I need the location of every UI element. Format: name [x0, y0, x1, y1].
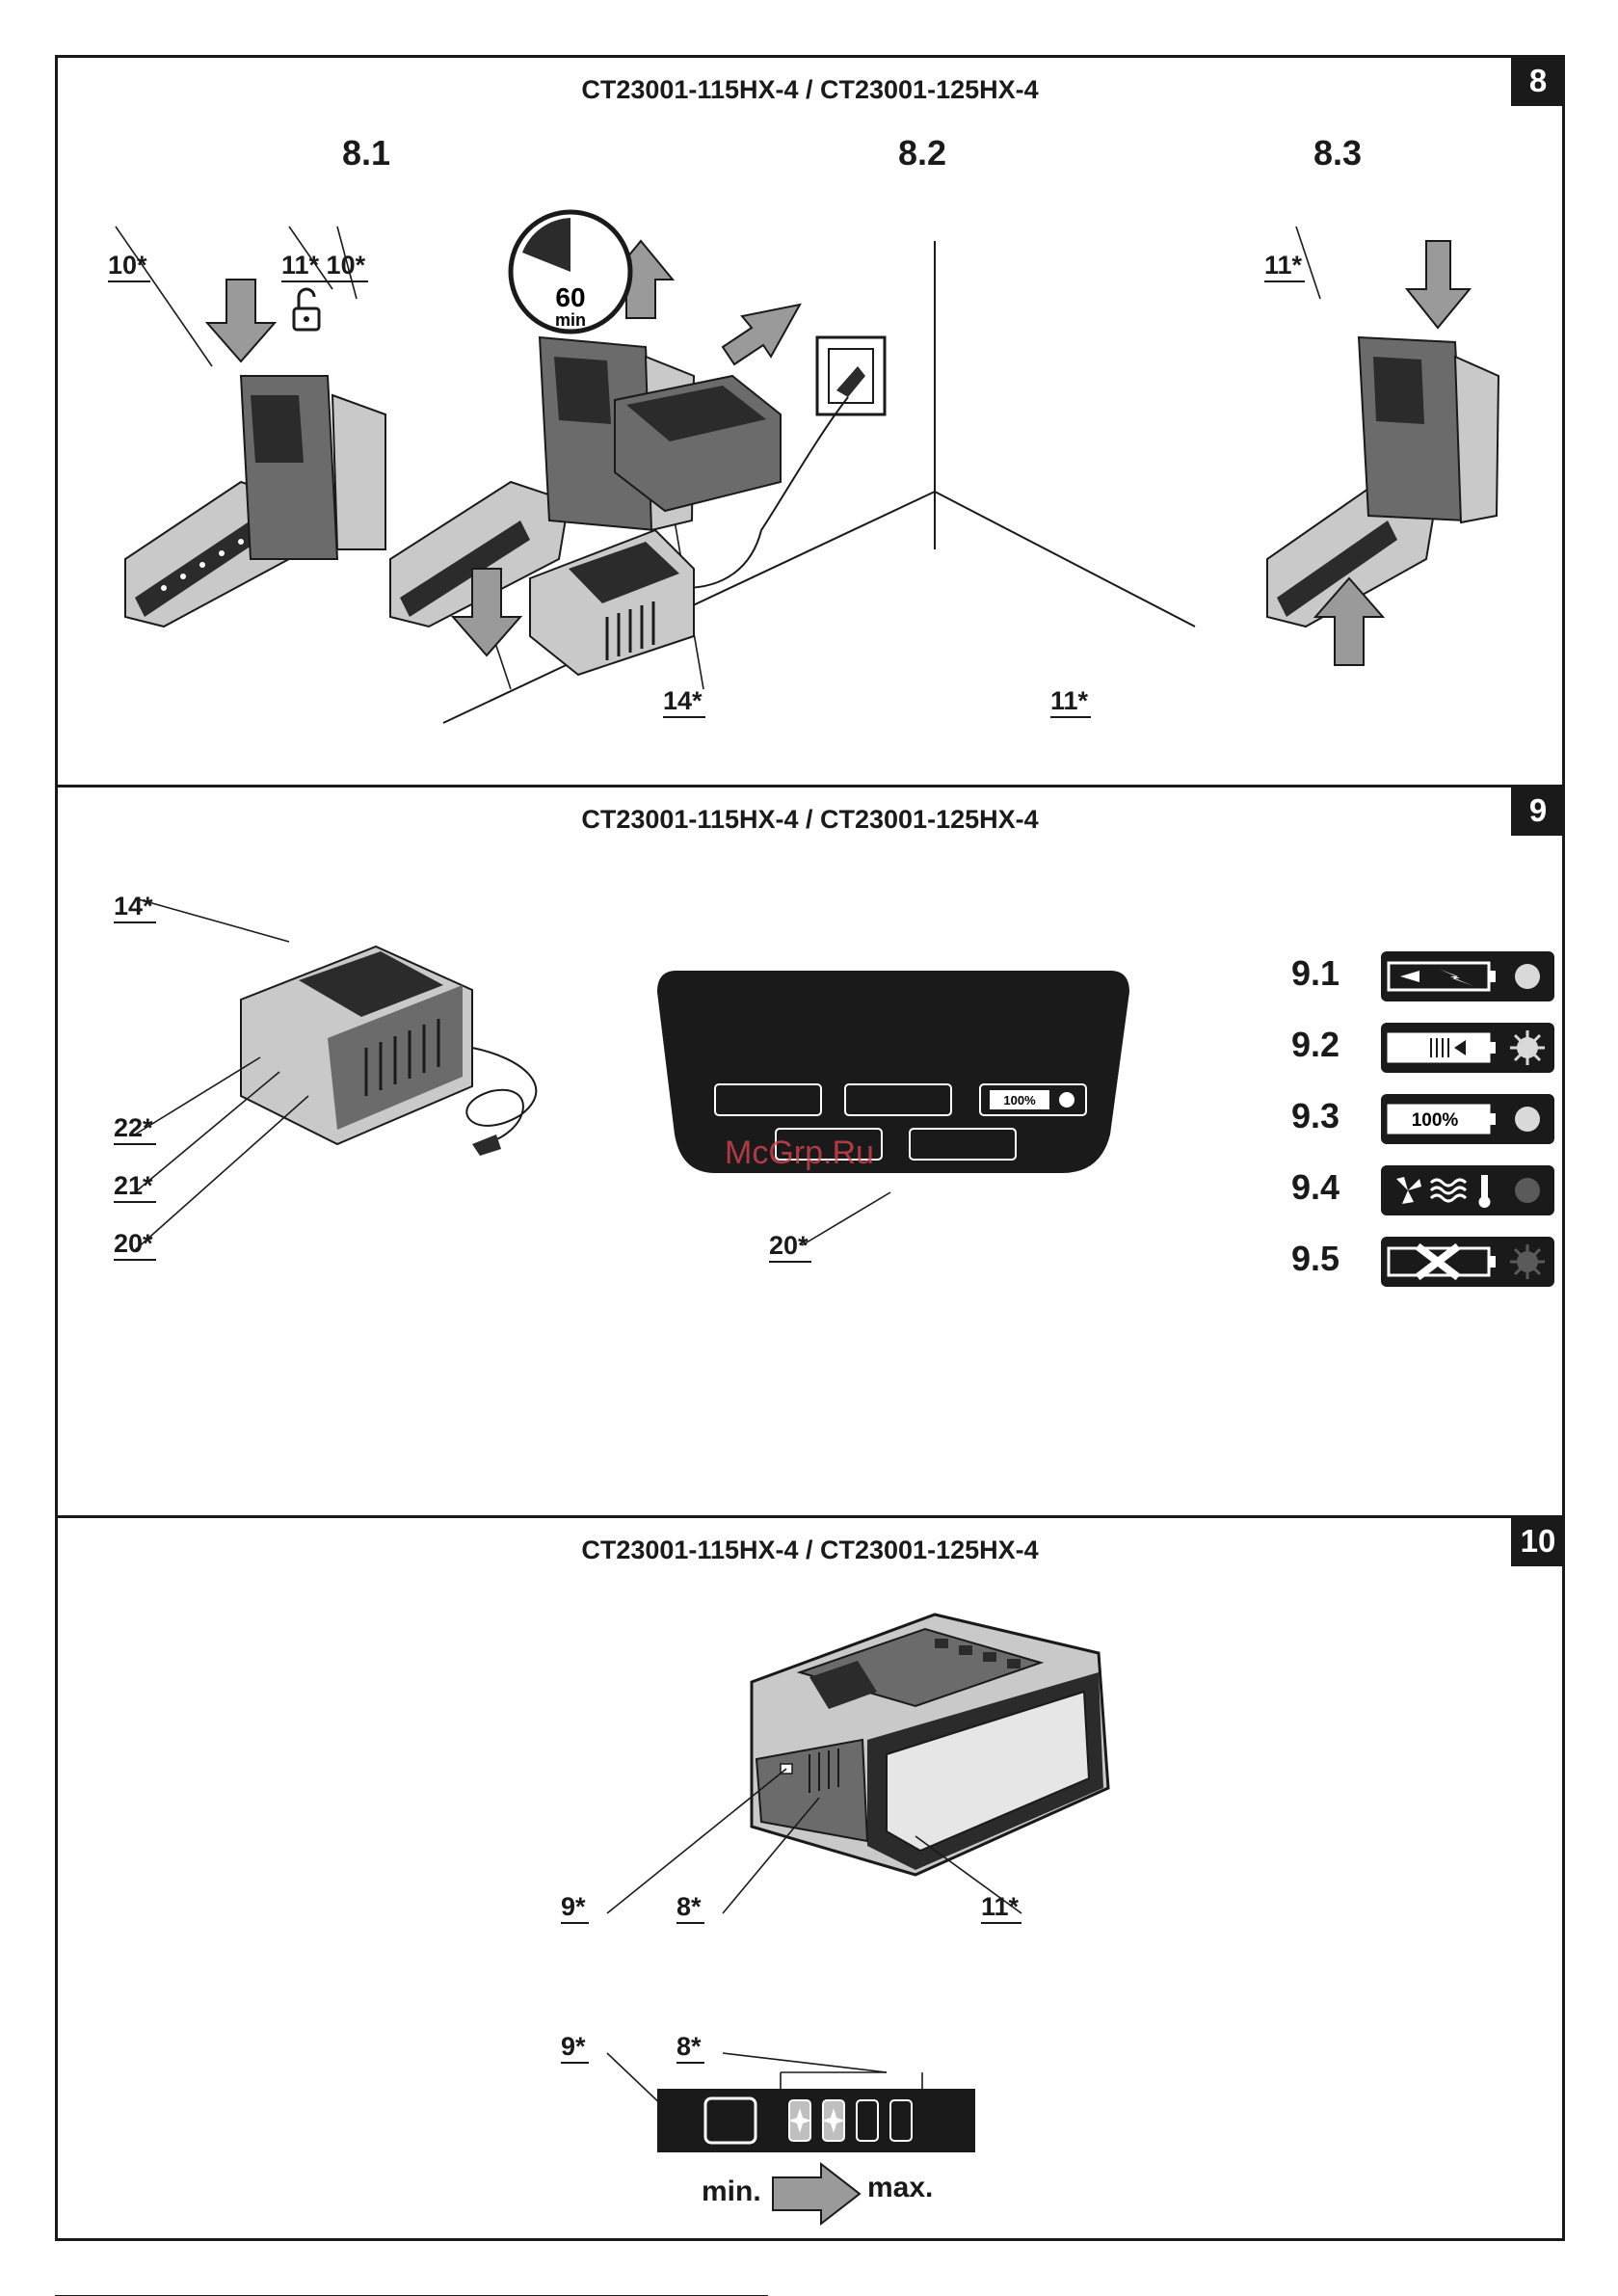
- callout-label: 9*: [561, 2032, 589, 2064]
- callout-label: 11*: [1264, 251, 1305, 282]
- charging-illustration: 60 min: [434, 183, 1282, 684]
- max-label: max.: [867, 2172, 933, 2204]
- legend-label: 9.3: [1291, 1096, 1339, 1136]
- min-label: min.: [702, 2176, 761, 2208]
- fan-heat-thermometer-icon: [1381, 1165, 1554, 1215]
- callout-label: 11*: [1050, 686, 1091, 718]
- battery-fuel-gauge: [657, 2089, 975, 2156]
- callout-label: 11* 10*: [281, 251, 368, 282]
- callout-label: 8*: [676, 2032, 704, 2064]
- callout-label: 8*: [676, 1892, 704, 1924]
- callout-label: 11*: [981, 1892, 1021, 1924]
- gauge-led-on: [822, 2100, 845, 2141]
- battery-charging-icon: [1381, 951, 1554, 1001]
- panel-8: CT23001-115HX-4 / CT23001-125HX-4 8 8.1 …: [58, 58, 1562, 785]
- timer-unit: min: [555, 310, 586, 330]
- battery-full-label: 100%: [1412, 1110, 1459, 1131]
- legend-label: 9.5: [1291, 1239, 1339, 1279]
- panel-10: CT23001-115HX-4 / CT23001-125HX-4 10 9* …: [58, 1515, 1562, 2241]
- battery-level-icon: [1381, 1023, 1554, 1073]
- callout-label: 9*: [561, 1892, 589, 1924]
- watermark: McGrp.Ru: [725, 1135, 874, 1172]
- battery-insertion-illustration: [1262, 241, 1513, 694]
- timer-value: 60: [555, 282, 585, 312]
- legend-label: 9.4: [1291, 1167, 1339, 1208]
- gauge-led-on: [788, 2100, 811, 2141]
- battery-full-icon: 100%: [1381, 1094, 1554, 1144]
- callout-label: 20*: [769, 1231, 811, 1263]
- min-to-max-arrow: [771, 2162, 867, 2226]
- callout-label: 14*: [663, 686, 705, 718]
- legend-label: 9.1: [1291, 953, 1339, 994]
- legend-label: 9.2: [1291, 1025, 1339, 1065]
- battery-fault-icon: [1381, 1237, 1554, 1287]
